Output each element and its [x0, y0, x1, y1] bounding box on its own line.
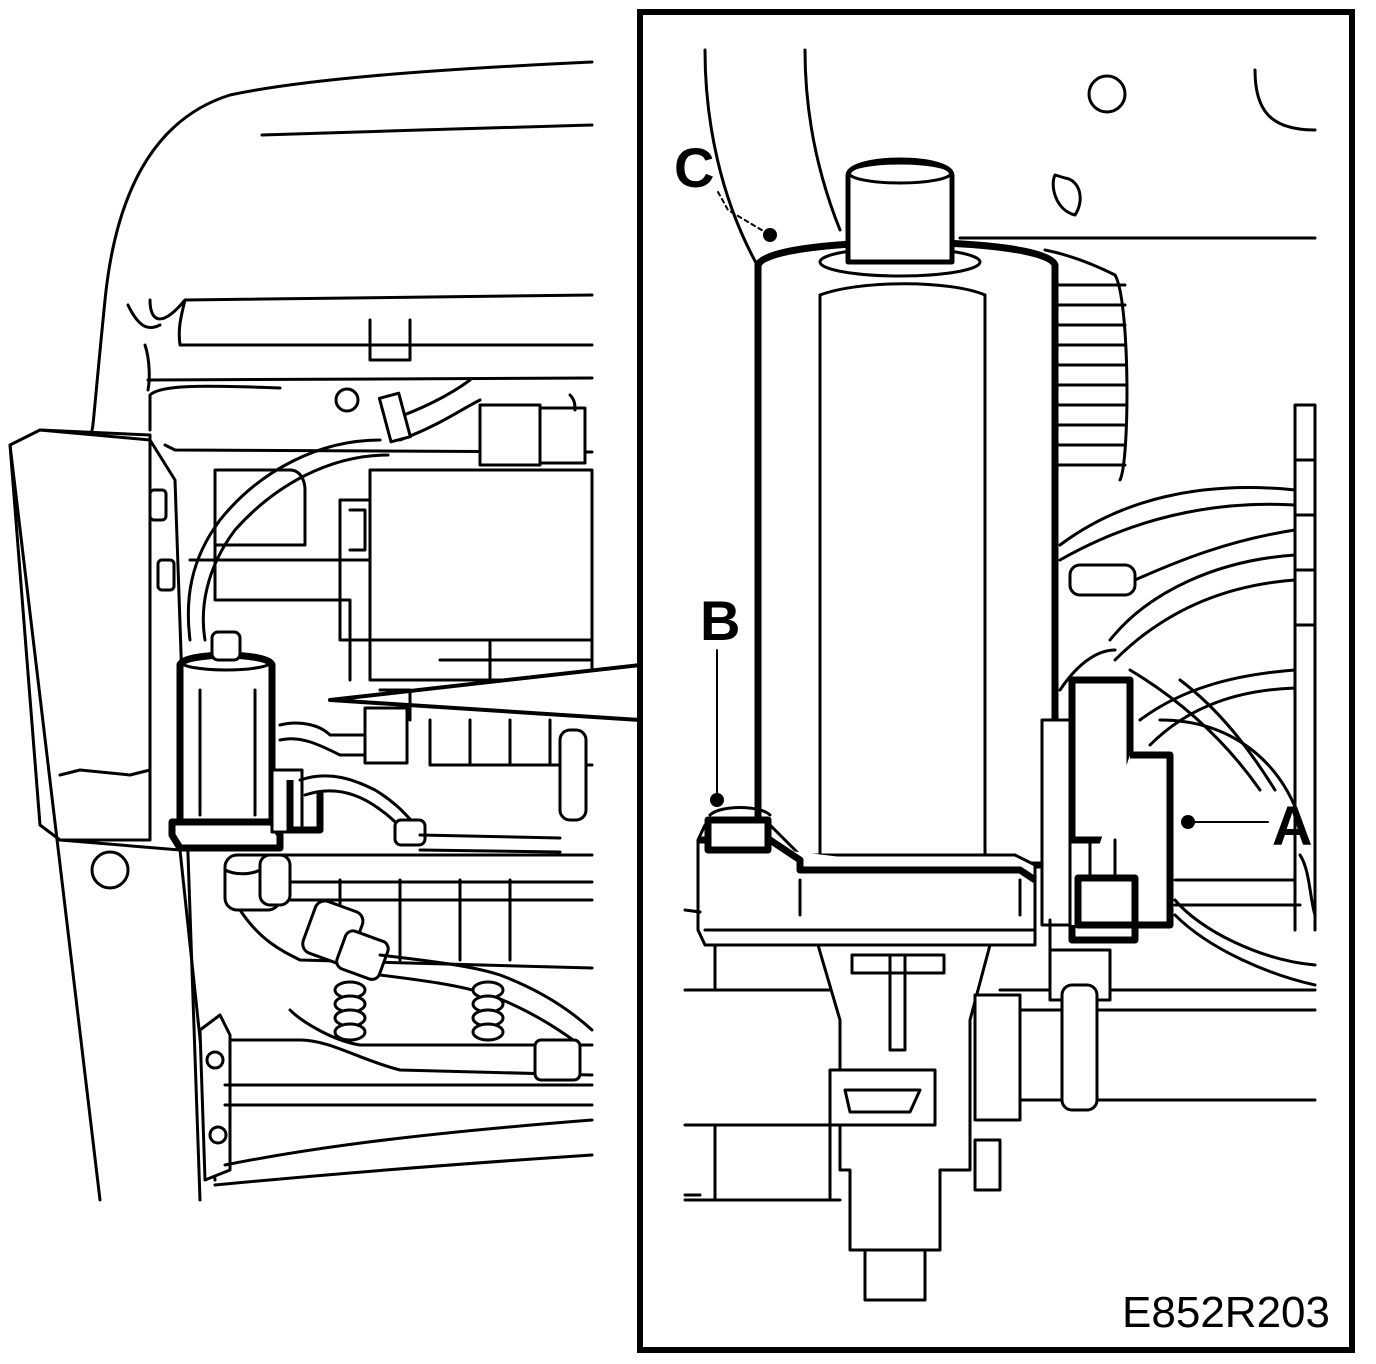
callout-b-label: B	[700, 589, 740, 652]
detail-view: C B A E852R203	[637, 9, 1355, 1353]
coiled-harness	[1043, 248, 1129, 482]
lower-mechanism	[683, 908, 1317, 1302]
overview-illustration	[8, 60, 642, 1202]
motor-unit	[754, 157, 1059, 869]
figure-id-label: E852R203	[1122, 1288, 1330, 1337]
mounting-bracket	[696, 806, 1037, 947]
spring-right	[471, 980, 505, 1042]
callout-c-label: C	[674, 136, 714, 199]
spring-left	[333, 980, 367, 1042]
callout-leaders	[710, 191, 1269, 829]
detail-frame	[637, 9, 1355, 1353]
connector-assembly	[1040, 676, 1302, 962]
callout-a-label: A	[1272, 794, 1312, 857]
